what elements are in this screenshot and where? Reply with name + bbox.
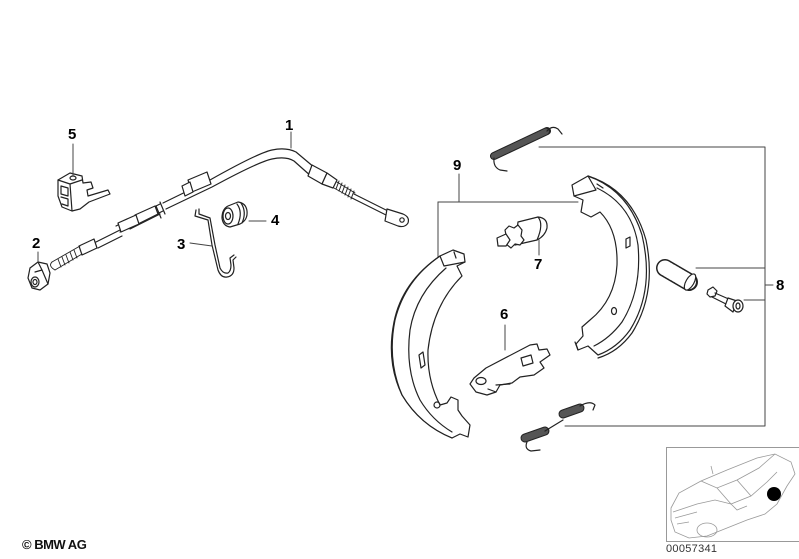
- return-spring-lower[interactable]: [520, 402, 596, 452]
- callout-8-bracket: [538, 146, 774, 427]
- brake-shoe-right[interactable]: [571, 175, 650, 359]
- rubber-grommet[interactable]: [221, 201, 267, 228]
- diagram-reference-number: 00057341: [666, 543, 718, 555]
- parking-brake-cable[interactable]: [50, 131, 410, 271]
- hold-down-spring[interactable]: [656, 259, 698, 292]
- return-spring-upper[interactable]: [490, 126, 563, 172]
- callout-9[interactable]: 9: [453, 157, 462, 174]
- car-outline-icon: [670, 453, 796, 539]
- vehicle-location-thumbnail: [666, 447, 799, 542]
- wire-retaining-clip[interactable]: [189, 208, 237, 278]
- callout-8[interactable]: 8: [776, 277, 785, 294]
- cable-end-nut[interactable]: [27, 251, 51, 291]
- cable-holder-bracket[interactable]: [57, 143, 111, 212]
- callout-5[interactable]: 5: [68, 126, 77, 143]
- callout-4[interactable]: 4: [271, 212, 280, 229]
- callout-9-bracket: [437, 173, 579, 265]
- location-marker-icon: [767, 487, 781, 501]
- callout-3[interactable]: 3: [177, 236, 186, 253]
- callout-2[interactable]: 2: [32, 235, 41, 252]
- copyright-notice: © BMW AG: [22, 537, 87, 552]
- adjuster-unit[interactable]: [496, 216, 548, 256]
- brake-shoe-left[interactable]: [390, 249, 471, 439]
- callout-1[interactable]: 1: [285, 117, 294, 134]
- hold-down-pin[interactable]: [706, 286, 744, 313]
- callout-6[interactable]: 6: [500, 306, 509, 323]
- expander-lever[interactable]: [469, 324, 551, 396]
- callout-7[interactable]: 7: [534, 256, 543, 273]
